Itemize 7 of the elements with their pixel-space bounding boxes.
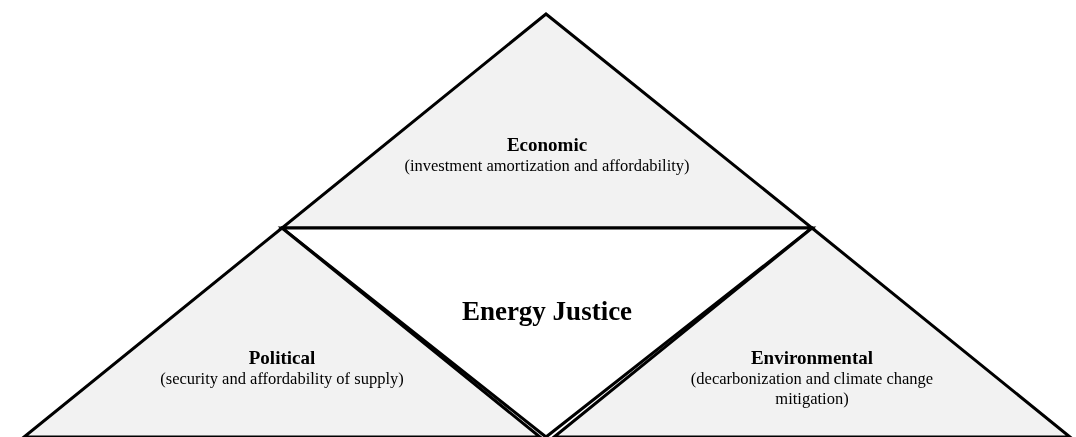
node-description: (security and affordability of supply) bbox=[159, 369, 405, 389]
node-heading: Environmental bbox=[749, 347, 875, 369]
node-heading: Energy Justice bbox=[460, 296, 634, 327]
node-description: (investment amortization and affordability) bbox=[403, 156, 691, 176]
node-description: (decarbonization and climate change mitigation) bbox=[689, 369, 935, 409]
node-heading: Economic bbox=[505, 134, 589, 156]
node-heading: Political bbox=[247, 347, 317, 369]
